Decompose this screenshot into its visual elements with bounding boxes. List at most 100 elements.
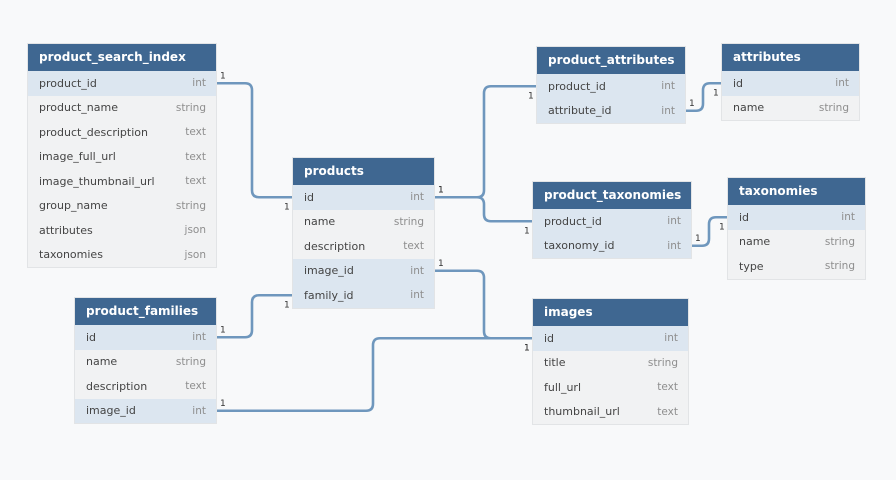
- column-name: taxonomies: [39, 248, 103, 262]
- column-type: string: [824, 260, 855, 273]
- column-name: attributes: [39, 223, 93, 237]
- column-name: name: [86, 355, 118, 369]
- column-name: group_name: [39, 199, 108, 213]
- relationship-line[interactable]: [432, 84, 539, 199]
- cardinality-label: 1: [438, 259, 444, 269]
- cardinality-label: 1: [524, 343, 530, 353]
- column-type: string: [175, 355, 206, 368]
- column-type: string: [818, 101, 849, 114]
- column-name: name: [739, 235, 771, 249]
- column-type: text: [185, 175, 206, 188]
- column-type: int: [667, 215, 681, 228]
- table-attributes[interactable]: attributes id int name string: [722, 44, 859, 120]
- column-name: image_id: [304, 264, 354, 278]
- table-header[interactable]: taxonomies: [728, 178, 865, 205]
- table-header[interactable]: attributes: [722, 44, 859, 71]
- relationship-line[interactable]: [689, 215, 730, 248]
- relationship-line[interactable]: [432, 269, 535, 340]
- column-type: int: [835, 77, 849, 90]
- table-column-row[interactable]: image_id int: [293, 258, 434, 283]
- relationship-line[interactable]: [214, 81, 295, 199]
- table-header[interactable]: product_attributes: [537, 47, 685, 74]
- cardinality-label: 1: [438, 185, 444, 195]
- column-name: id: [86, 330, 97, 344]
- table-column-row[interactable]: taxonomies json: [28, 243, 216, 268]
- relationship-line[interactable]: [683, 81, 724, 113]
- table-column-row[interactable]: image_full_url text: [28, 145, 216, 170]
- column-type: int: [410, 264, 424, 277]
- cardinality-label: 1: [220, 399, 226, 409]
- column-type: string: [175, 199, 206, 212]
- table-header[interactable]: product_families: [75, 298, 216, 325]
- relationship-line[interactable]: [432, 195, 535, 223]
- cardinality-label: 1: [689, 99, 695, 109]
- table-column-row[interactable]: name string: [722, 96, 859, 121]
- table-column-row[interactable]: attributes json: [28, 218, 216, 243]
- table-column-row[interactable]: taxonomy_id int: [533, 233, 691, 258]
- column-type: int: [410, 191, 424, 204]
- column-type: int: [667, 239, 681, 252]
- column-name: id: [733, 76, 744, 90]
- table-column-row[interactable]: name string: [75, 350, 216, 375]
- table-header[interactable]: product_search_index: [28, 44, 216, 71]
- column-name: attribute_id: [548, 104, 612, 118]
- relationship-line[interactable]: [214, 293, 295, 339]
- column-type: text: [185, 126, 206, 139]
- column-name: product_id: [544, 214, 602, 228]
- column-name: family_id: [304, 288, 354, 302]
- column-type: string: [824, 235, 855, 248]
- column-type: int: [192, 77, 206, 90]
- column-name: description: [304, 239, 366, 253]
- column-type: int: [841, 211, 855, 224]
- column-type: int: [661, 80, 675, 93]
- column-name: thumbnail_url: [544, 405, 620, 419]
- table-column-row[interactable]: id int: [722, 71, 859, 96]
- relationship-line[interactable]: [214, 336, 535, 413]
- column-name: product_name: [39, 101, 119, 115]
- table-header[interactable]: products: [293, 158, 434, 185]
- column-type: int: [664, 332, 678, 345]
- column-type: json: [184, 248, 206, 261]
- column-name: name: [733, 101, 765, 115]
- column-name: image_full_url: [39, 150, 116, 164]
- table-header[interactable]: images: [533, 299, 688, 326]
- table-header[interactable]: product_taxonomies: [533, 182, 691, 209]
- column-type: int: [192, 404, 206, 417]
- column-type: text: [185, 150, 206, 163]
- column-type: json: [184, 224, 206, 237]
- cardinality-label: 1: [220, 71, 226, 81]
- table-column-row[interactable]: product_id int: [533, 209, 691, 234]
- column-name: taxonomy_id: [544, 239, 615, 253]
- table-column-row[interactable]: attribute_id int: [537, 98, 685, 123]
- column-type: int: [661, 104, 675, 117]
- table-column-row[interactable]: name string: [728, 230, 865, 255]
- cardinality-label: 1: [719, 222, 725, 232]
- table-column-row[interactable]: group_name string: [28, 194, 216, 219]
